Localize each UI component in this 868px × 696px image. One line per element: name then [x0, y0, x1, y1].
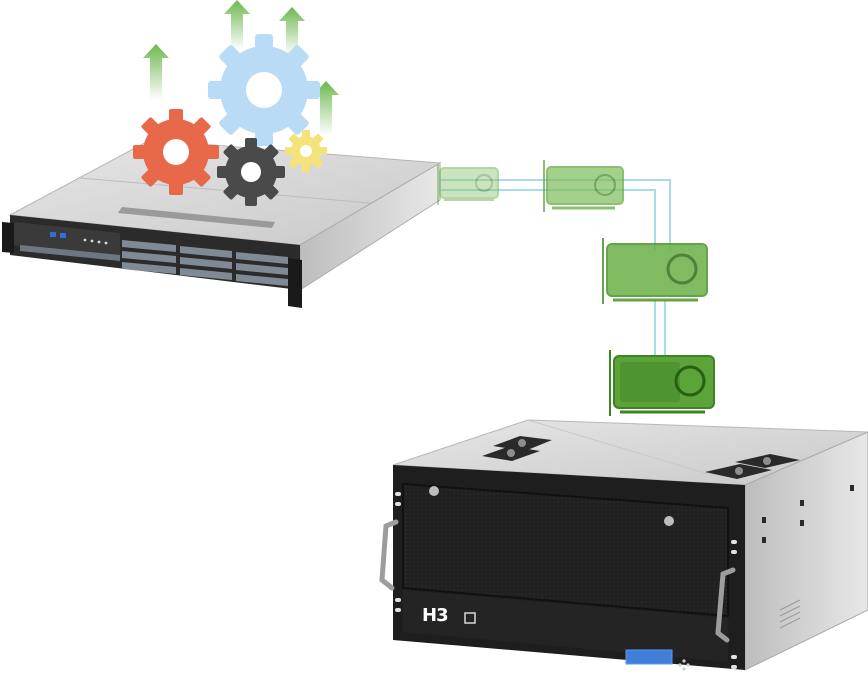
usb-port-icon: [60, 233, 66, 238]
gear-icon: [285, 130, 327, 172]
left-handle: [379, 519, 399, 591]
gear-icon: [208, 34, 320, 146]
power-button[interactable]: [464, 612, 476, 624]
gears: [133, 34, 327, 206]
drive-bays: [20, 240, 288, 286]
side-vent: [779, 599, 801, 629]
side-rivets: [762, 485, 854, 543]
up-arrow-icon: [224, 0, 250, 50]
status-leds: [83, 238, 108, 245]
gpu-card-icon: [543, 160, 624, 212]
nav-buttons[interactable]: [678, 659, 690, 671]
gpu-link-lines: [440, 179, 671, 360]
gpu-server-chassis: H3: [379, 419, 868, 671]
lcd-panel: [625, 649, 673, 665]
brand-logo: H3: [422, 605, 448, 626]
gpu-card-icon: [602, 238, 708, 304]
rack-ear-holes: [395, 492, 737, 669]
up-arrow-icon: [279, 7, 305, 55]
gear-icon: [133, 109, 219, 195]
usb-port-icon: [50, 232, 56, 237]
gpu-card-icon: [609, 350, 715, 416]
gpu-cards: [437, 160, 715, 416]
gear-icon: [217, 138, 285, 206]
rack-server: [2, 139, 442, 308]
gpu-card-icon: [437, 165, 499, 205]
right-handle: [715, 567, 736, 643]
up-arrow-icon: [143, 44, 169, 100]
